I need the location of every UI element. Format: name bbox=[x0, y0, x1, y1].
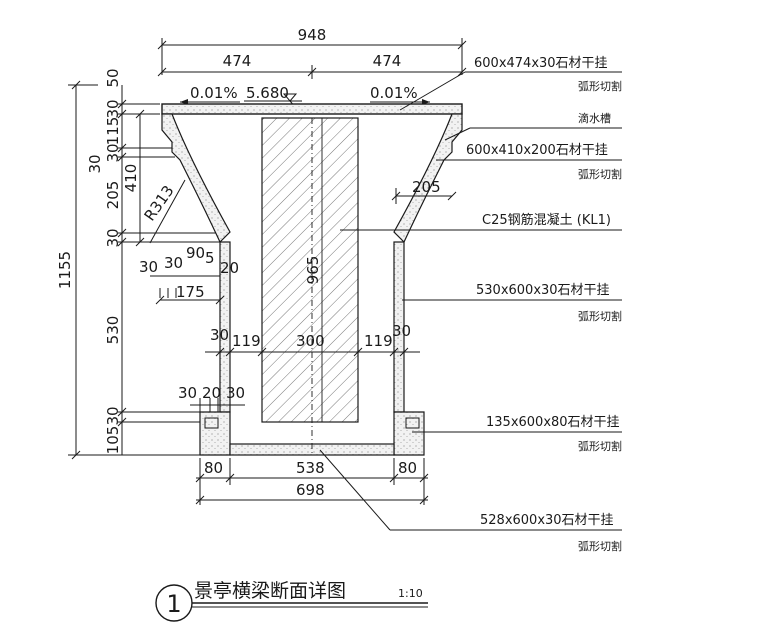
top-dimension-lines bbox=[157, 38, 467, 79]
ledge-dimension-lines bbox=[150, 275, 225, 305]
callout-2-main: 滴水槽 bbox=[578, 111, 611, 125]
callout-7-main: 528x600x30石材干挂 bbox=[480, 513, 614, 528]
dim-left-30a: 30 bbox=[104, 99, 122, 118]
bottom-dimension-lines bbox=[195, 458, 429, 505]
drawing-scale: 1:10 bbox=[398, 587, 423, 600]
callout-1-main: 600x474x30石材干挂 bbox=[474, 56, 608, 71]
dim-top-left: 474 bbox=[223, 52, 252, 70]
ledge-175: 175 bbox=[176, 283, 205, 301]
dim-left-530: 530 bbox=[104, 316, 122, 345]
dim-left-30c: 30 bbox=[104, 143, 122, 162]
callout-6-sub: 弧形切割 bbox=[578, 439, 622, 453]
title-block: 1 景亭横梁断面详图 1:10 bbox=[155, 580, 428, 622]
index-number: 1 bbox=[166, 590, 181, 618]
callout-3-main: 600x410x200石材干挂 bbox=[466, 143, 608, 158]
callout-3-sub: 弧形切割 bbox=[578, 167, 622, 181]
dim-left-30e: 30 bbox=[104, 406, 122, 425]
slope-left: 0.01% bbox=[190, 84, 238, 102]
ledge-5: 5 bbox=[205, 249, 215, 267]
drawing-title: 景亭横梁断面详图 bbox=[194, 580, 346, 602]
low-30b: 30 bbox=[226, 384, 245, 402]
callout-1-sub: 弧形切割 bbox=[578, 79, 622, 93]
dim-left-205: 205 bbox=[104, 181, 122, 210]
dim-left-30b: 30 bbox=[86, 154, 104, 173]
low-20: 20 bbox=[202, 384, 221, 402]
bottom-698: 698 bbox=[296, 481, 325, 499]
dim-left-total: 1155 bbox=[56, 251, 74, 289]
bottom-538: 538 bbox=[296, 459, 325, 477]
core-height: 965 bbox=[304, 256, 322, 285]
ledge-20: 20 bbox=[220, 259, 239, 277]
mid-300: 300 bbox=[296, 332, 325, 350]
beam-section bbox=[161, 103, 463, 456]
callout-5-main: 530x600x30石材干挂 bbox=[476, 283, 610, 298]
callout-4-main: C25钢筋混凝土 (KL1) bbox=[482, 212, 611, 228]
callout-5-sub: 弧形切割 bbox=[578, 309, 622, 323]
callout-leaders bbox=[319, 71, 622, 531]
dim-inner-205: 205 bbox=[412, 178, 441, 196]
ledge-90: 90 bbox=[186, 244, 205, 262]
callout-6-main: 135x600x80石材干挂 bbox=[486, 415, 620, 430]
mid-119-right: 119 bbox=[364, 332, 393, 350]
mid-30-left: 30 bbox=[210, 326, 229, 344]
mid-119-left: 119 bbox=[232, 332, 261, 350]
dim-top-right: 474 bbox=[373, 52, 402, 70]
mid-30-right: 30 bbox=[392, 322, 411, 340]
left-dimension-lines bbox=[68, 80, 220, 460]
dim-left-30d: 30 bbox=[104, 228, 122, 247]
ledge-30a: 30 bbox=[139, 258, 158, 276]
elevation-value: 5.680 bbox=[246, 84, 289, 102]
bottom-80-right: 80 bbox=[398, 459, 417, 477]
ledge-30b: 30 bbox=[164, 254, 183, 272]
bottom-80-left: 80 bbox=[204, 459, 223, 477]
callout-7-sub: 弧形切割 bbox=[578, 539, 622, 553]
lower-dimension-lines bbox=[190, 398, 245, 412]
dim-top-total: 948 bbox=[298, 26, 327, 44]
low-30a: 30 bbox=[178, 384, 197, 402]
dim-left-115: 115 bbox=[104, 117, 122, 146]
dim-left-410: 410 bbox=[122, 164, 140, 193]
slope-right: 0.01% bbox=[370, 84, 418, 102]
mid-dimension-lines bbox=[205, 347, 420, 357]
dim-left-50: 50 bbox=[104, 68, 122, 87]
dim-left-105: 105 bbox=[104, 426, 122, 455]
